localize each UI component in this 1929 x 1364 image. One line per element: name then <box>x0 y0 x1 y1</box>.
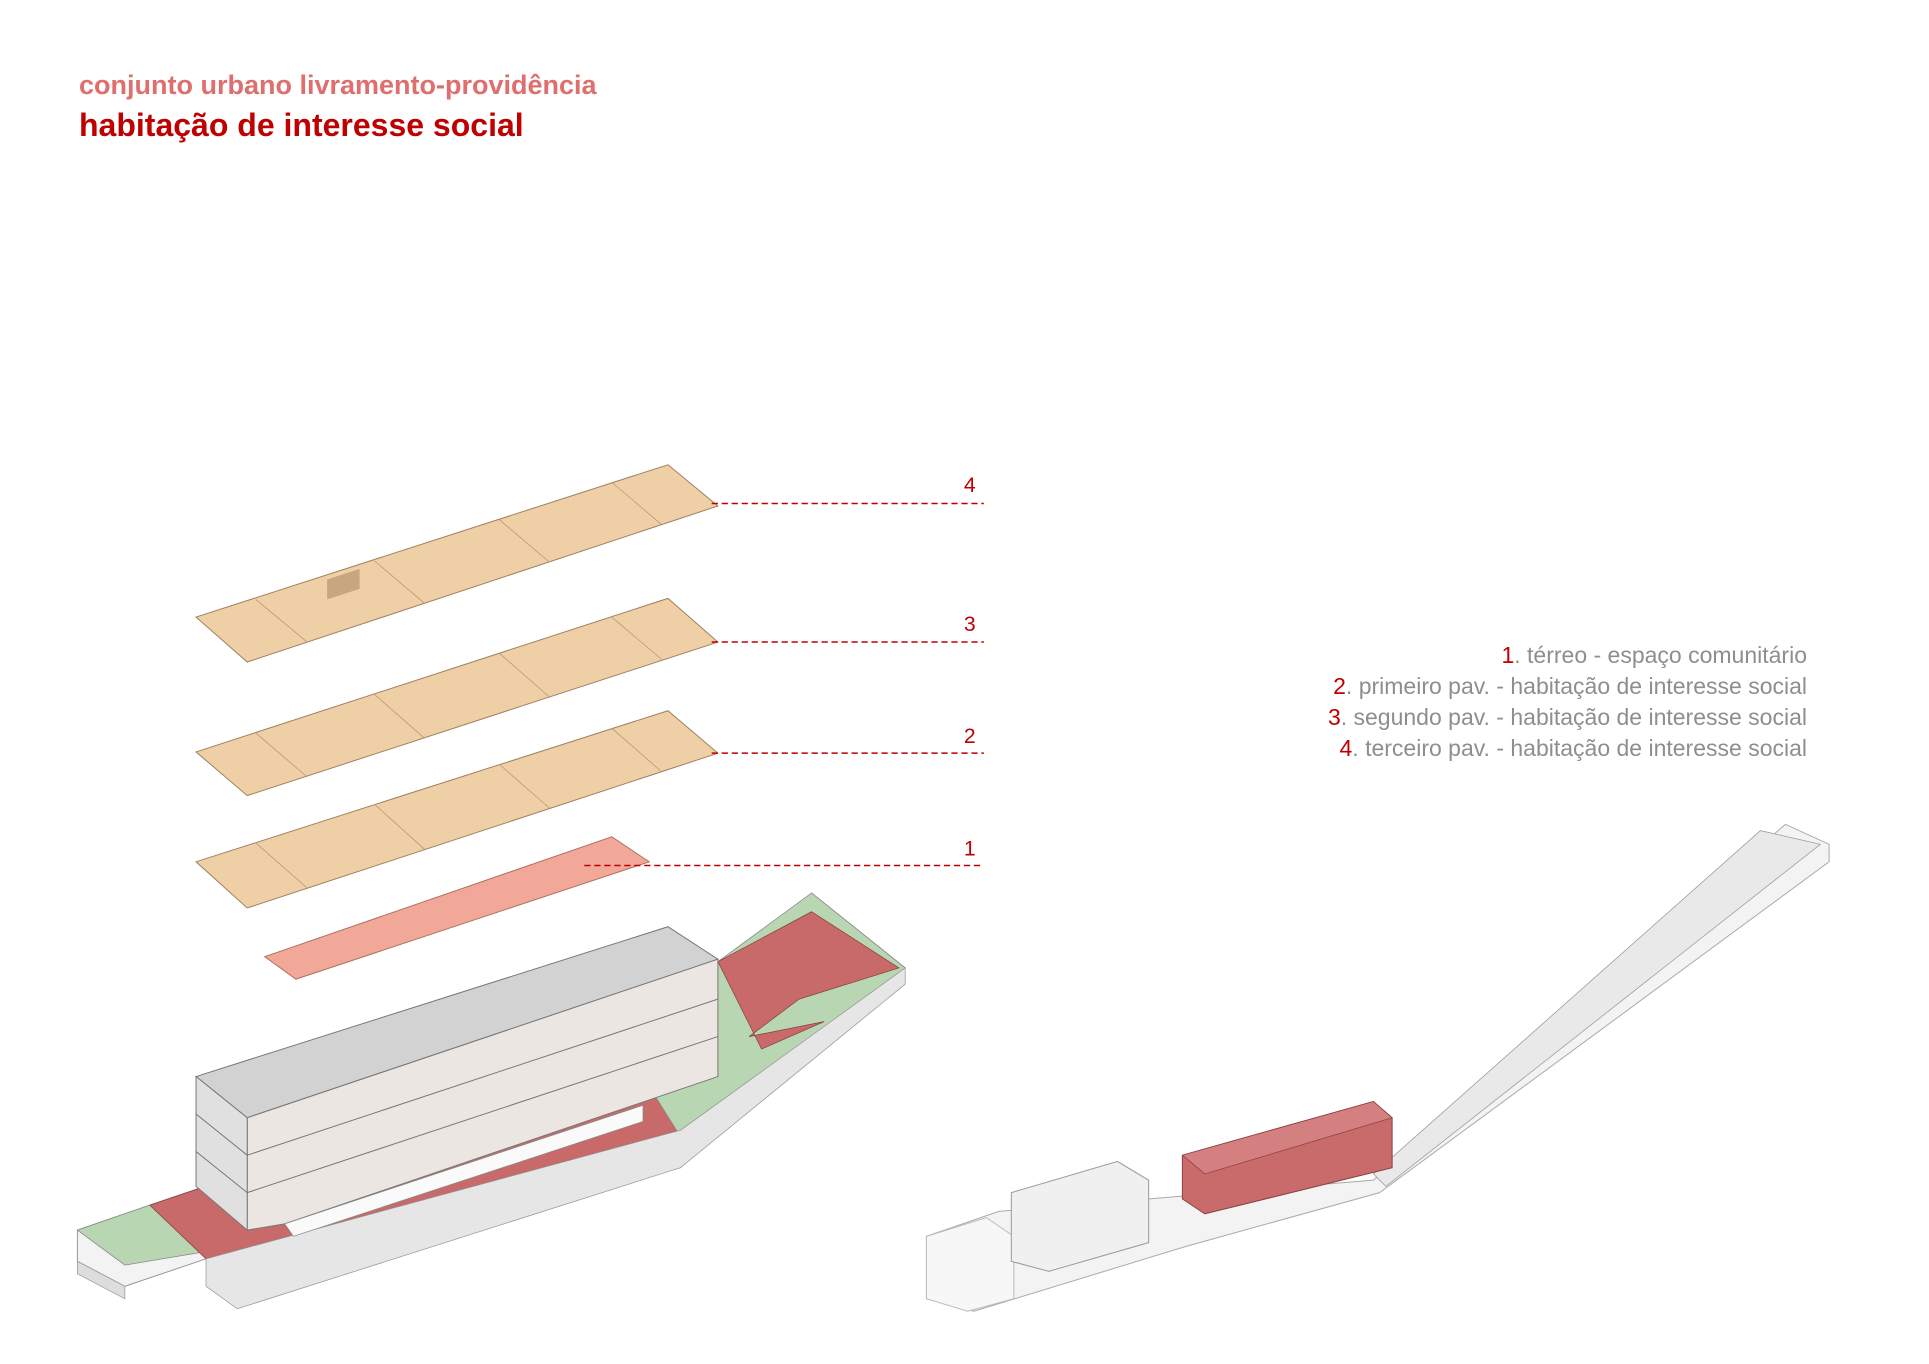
legend-number: 2 <box>1333 673 1346 699</box>
floor-plate-4 <box>195 464 719 663</box>
legend-text: . térreo - espaço comunitário <box>1514 642 1807 668</box>
legend-item: 1. térreo - espaço comunitário <box>1328 640 1807 671</box>
legend-text: . terceiro pav. - habitação de interesse… <box>1352 735 1807 761</box>
leader-lines <box>584 502 984 867</box>
legend-text: . segundo pav. - habitação de interesse … <box>1340 704 1807 730</box>
floor-plate-1 <box>263 836 651 980</box>
legend-number: 1 <box>1501 642 1515 668</box>
project-subtitle: conjunto urbano livramento-providência <box>79 70 597 100</box>
legend-number: 3 <box>1327 704 1341 730</box>
floor-label-1: 1 <box>964 838 976 861</box>
site-model-left <box>76 892 906 1310</box>
floor-legend: 1. térreo - espaço comunitário 2. primei… <box>1328 640 1807 764</box>
site-model-right <box>925 823 1830 1312</box>
legend-text: . primeiro pav. - habitação de interesse… <box>1345 673 1807 699</box>
legend-item: 3. segundo pav. - habitação de interesse… <box>1328 702 1807 733</box>
floor-label-2: 2 <box>964 725 976 748</box>
legend-number: 4 <box>1339 735 1353 761</box>
floor-label-4: 4 <box>964 474 976 497</box>
floor-label-3: 3 <box>964 613 976 636</box>
legend-item: 4. terceiro pav. - habitação de interess… <box>1328 733 1808 764</box>
page-title: habitação de interesse social <box>79 107 524 143</box>
legend-item: 2. primeiro pav. - habitação de interess… <box>1328 671 1807 702</box>
